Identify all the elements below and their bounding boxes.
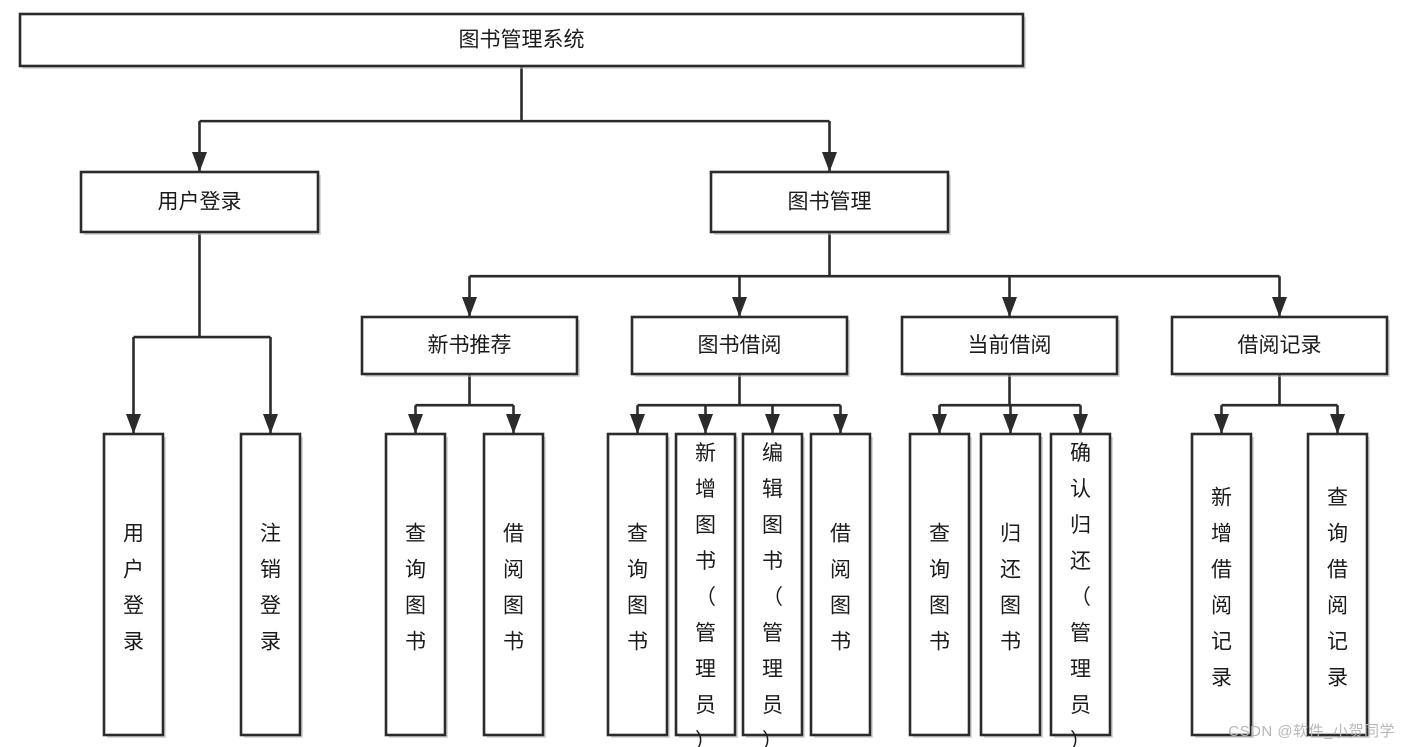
node-leaf-edit-book[interactable]: 编辑图书（管理员） — [741, 432, 805, 747]
node-box[interactable] — [384, 432, 447, 737]
arrow-head-icon — [732, 297, 747, 317]
node-label: 查询图书 — [627, 523, 648, 654]
node-box[interactable] — [18, 12, 1025, 68]
node-box[interactable] — [1049, 432, 1112, 737]
node-leaf-confirm-return[interactable]: 确认归还（管理员） — [1049, 432, 1113, 747]
node-root[interactable]: 图书管理系统 — [18, 12, 1026, 69]
node-label: 用户登录 — [123, 523, 144, 654]
node-label: 借阅记录 — [1238, 334, 1322, 357]
node-box[interactable] — [900, 315, 1119, 376]
node-box[interactable] — [674, 432, 737, 737]
node-leaf-add-book[interactable]: 新增图书（管理员） — [674, 432, 738, 747]
node-label: 查询图书 — [405, 523, 426, 654]
node-label: 图书管理系统 — [459, 29, 585, 52]
node-leaf-borrow-book-b[interactable]: 借阅图书 — [809, 432, 873, 738]
node-leaf-query-book-c[interactable]: 查询图书 — [908, 432, 972, 738]
node-label: 新增图书（管理员） — [695, 442, 716, 747]
node-leaf-query-book-rec[interactable]: 查询图书 — [384, 432, 448, 738]
arrow-head-icon — [126, 414, 141, 434]
arrow-head-icon — [698, 414, 713, 434]
arrow-head-icon — [932, 414, 947, 434]
node-box[interactable] — [606, 432, 669, 737]
arrow-head-icon — [263, 414, 278, 434]
watermark-text: CSDN @软件_小贺同学 — [1228, 723, 1395, 740]
arrow-head-icon — [192, 152, 207, 172]
node-box[interactable] — [79, 170, 320, 234]
node-leaf-return-book[interactable]: 归还图书 — [979, 432, 1043, 738]
node-label: 新增借阅记录 — [1211, 487, 1232, 690]
node-leaf-borrow-book-rec[interactable]: 借阅图书 — [482, 432, 546, 738]
nodes-layer: 图书管理系统用户登录图书管理新书推荐图书借阅当前借阅借阅记录用户登录注销登录查询… — [18, 12, 1390, 747]
node-leaf-user-login[interactable]: 用户登录 — [102, 432, 166, 738]
node-box[interactable] — [741, 432, 804, 737]
node-label: 确认归还（管理员） — [1070, 442, 1091, 747]
node-box[interactable] — [1190, 432, 1253, 737]
arrow-head-icon — [822, 152, 837, 172]
node-leaf-user-logout[interactable]: 注销登录 — [239, 432, 303, 738]
arrow-head-icon — [1003, 414, 1018, 434]
node-label: 编辑图书（管理员） — [762, 442, 783, 747]
node-box[interactable] — [709, 170, 950, 234]
node-label: 用户登录 — [158, 191, 242, 214]
node-leaf-query-record[interactable]: 查询借阅记录 — [1306, 432, 1370, 738]
arrow-head-icon — [1073, 414, 1088, 434]
arrow-head-icon — [506, 414, 521, 434]
node-box[interactable] — [630, 315, 849, 376]
node-label: 当前借阅 — [968, 334, 1052, 357]
arrow-head-icon — [630, 414, 645, 434]
node-box[interactable] — [1306, 432, 1369, 737]
arrow-head-icon — [1272, 297, 1287, 317]
node-box[interactable] — [809, 432, 872, 737]
arrow-head-icon — [462, 297, 477, 317]
node-label: 借阅图书 — [503, 523, 524, 654]
node-box[interactable] — [360, 315, 579, 376]
arrow-head-icon — [765, 414, 780, 434]
node-label: 图书借阅 — [698, 334, 782, 357]
arrow-head-icon — [833, 414, 848, 434]
arrow-head-icon — [1002, 297, 1017, 317]
node-user-login[interactable]: 用户登录 — [79, 170, 321, 235]
node-box[interactable] — [482, 432, 545, 737]
node-box[interactable] — [239, 432, 302, 737]
node-label: 图书管理 — [788, 191, 872, 214]
node-label: 注销登录 — [260, 523, 281, 654]
arrow-head-icon — [408, 414, 423, 434]
arrow-head-icon — [1214, 414, 1229, 434]
node-borrow-record[interactable]: 借阅记录 — [1170, 315, 1390, 377]
node-current-borrow[interactable]: 当前借阅 — [900, 315, 1120, 377]
node-label: 查询图书 — [929, 523, 950, 654]
node-leaf-add-record[interactable]: 新增借阅记录 — [1190, 432, 1254, 738]
node-new-book-rec[interactable]: 新书推荐 — [360, 315, 580, 377]
connectors-layer — [126, 66, 1345, 434]
node-book-manage[interactable]: 图书管理 — [709, 170, 951, 235]
node-box[interactable] — [102, 432, 165, 737]
arrow-head-icon — [1330, 414, 1345, 434]
node-label: 新书推荐 — [428, 334, 512, 357]
node-box[interactable] — [908, 432, 971, 737]
node-label: 借阅图书 — [830, 523, 851, 654]
node-book-borrow[interactable]: 图书借阅 — [630, 315, 850, 377]
node-label: 查询借阅记录 — [1327, 487, 1348, 690]
node-label: 归还图书 — [1000, 523, 1021, 654]
node-leaf-query-book-b[interactable]: 查询图书 — [606, 432, 670, 738]
node-box[interactable] — [1170, 315, 1389, 376]
node-box[interactable] — [979, 432, 1042, 737]
